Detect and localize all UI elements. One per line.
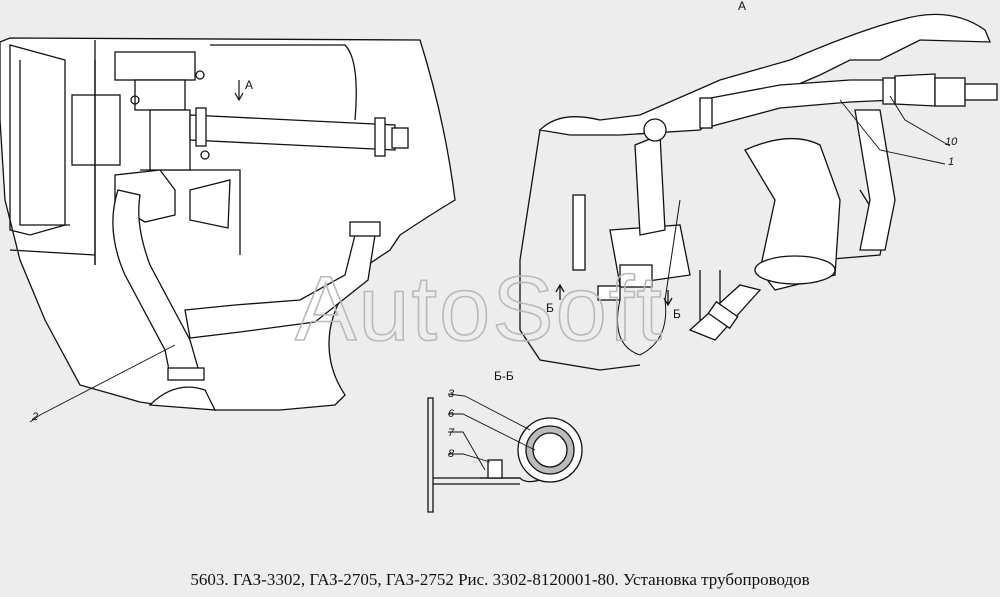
leader-3: [447, 393, 531, 431]
left-view: [0, 37, 456, 411]
section-bracket: [427, 397, 520, 513]
body-outline-a: [538, 13, 991, 136]
side-hose: [854, 109, 896, 251]
funnel-part: [189, 179, 231, 229]
callout-3: 3: [448, 388, 455, 400]
hose-clamp-10: [882, 77, 896, 105]
hose-clamp-2: [374, 117, 386, 157]
heater-valve-body: [134, 79, 186, 111]
firewall-line: [94, 40, 357, 265]
tap-eye: [643, 118, 667, 142]
panel-box: [71, 94, 121, 166]
view-a-title: А: [738, 0, 746, 13]
leader-7: [448, 431, 486, 471]
figure-caption: 5603. ГАЗ-3302, ГАЗ-2705, ГАЗ-2752 Рис. …: [190, 570, 810, 589]
section-mark-right-label: Б: [673, 307, 681, 321]
hose-clamp-1: [195, 107, 207, 147]
callout-1: 1: [948, 156, 954, 168]
hose-fitting: [391, 127, 409, 149]
lower-pipe-clamp: [707, 300, 739, 330]
callout-7: 7: [448, 427, 455, 439]
right-view-a: [519, 13, 998, 371]
callout-8: 8: [448, 448, 455, 460]
hose-1-connector: [894, 73, 936, 107]
section-mark-right: [663, 290, 673, 307]
watermark: AutoSoft: [295, 258, 664, 360]
hose-1-nozzle: [934, 77, 966, 107]
leader-6: [448, 413, 536, 451]
section-mark-left: [555, 283, 565, 300]
intake-ring: [754, 255, 836, 285]
section-title: Б-Б: [494, 369, 514, 383]
tap-stem: [634, 134, 666, 236]
leader-10: [889, 95, 951, 147]
hose-inner: [532, 432, 568, 468]
view-arrow-a: [234, 80, 244, 102]
view-arrow-a-label: А: [245, 78, 253, 92]
bracket-plate: [572, 194, 586, 271]
tap-box: [619, 264, 653, 288]
upper-hose: [189, 114, 396, 151]
callout-6: 6: [448, 408, 455, 420]
lower-clamp: [349, 221, 381, 237]
callout-10: 10: [945, 136, 958, 148]
clamp-strap: [480, 477, 541, 483]
hose-1-tip: [964, 83, 998, 101]
bolt-1: [195, 70, 205, 80]
callout-leaders: [29, 95, 951, 471]
heater-core: [149, 109, 191, 171]
bolt-head: [487, 459, 503, 479]
leader-8: [448, 453, 491, 463]
hose-2-clamp: [167, 367, 205, 381]
leader-1: [839, 99, 946, 165]
leader-2: [29, 344, 176, 423]
intake-duct: [744, 137, 841, 291]
callout-2: 2: [31, 411, 38, 423]
hose-clamp-a: [699, 97, 713, 129]
section-mark-left-label: Б: [546, 301, 554, 315]
pipe-bottom: [148, 386, 217, 411]
heater-valve-block: [114, 51, 196, 81]
thin-tube: [617, 199, 681, 356]
inner-frame: [9, 60, 241, 265]
tap-nut: [597, 285, 621, 301]
section-bb: [427, 397, 583, 513]
bolt-2: [130, 95, 140, 105]
radiator-panel: [9, 44, 66, 236]
bolt-3: [200, 150, 210, 160]
